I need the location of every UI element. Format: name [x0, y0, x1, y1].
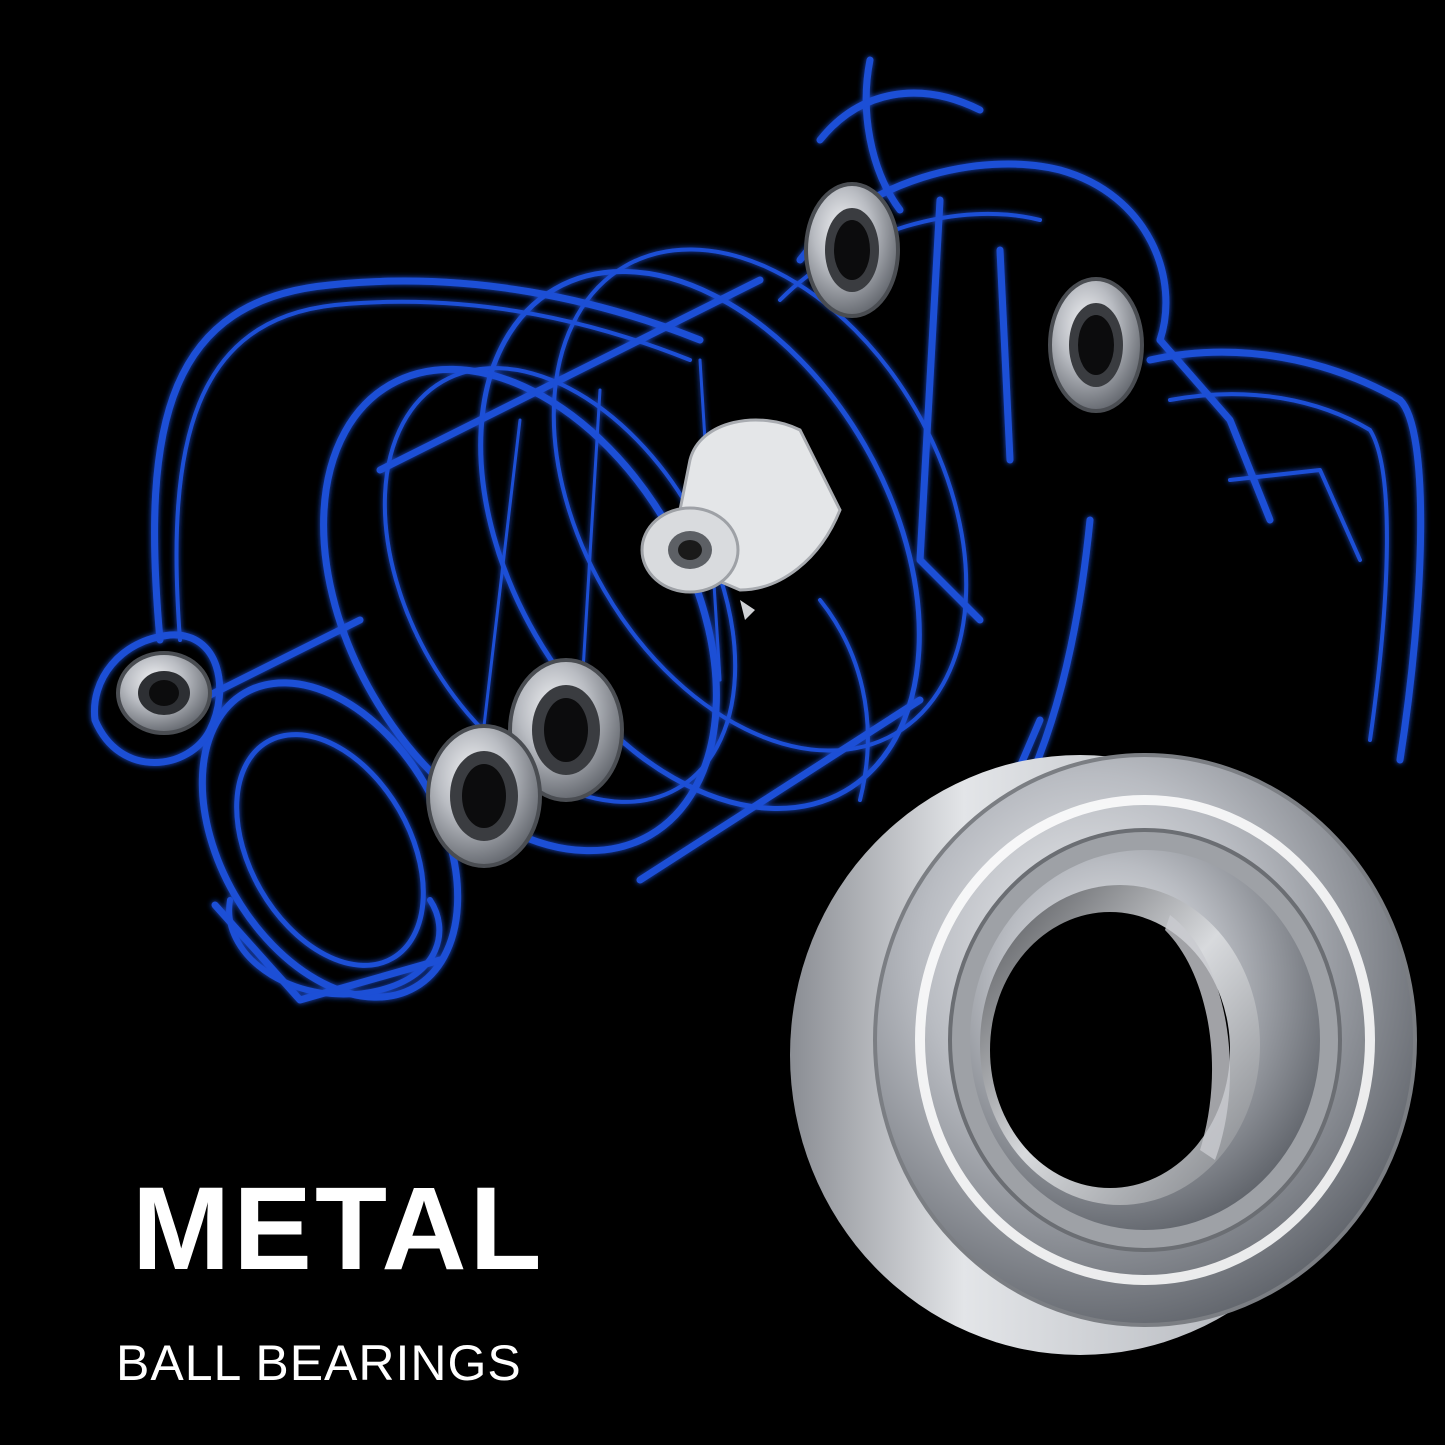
line-roller-icon: [640, 418, 842, 620]
ball-bearing-icon: [116, 182, 1144, 868]
subheadline: BALL BEARINGS: [116, 1335, 522, 1391]
headline: METAL: [132, 1163, 545, 1295]
large-ball-bearing-icon: [790, 753, 1417, 1355]
